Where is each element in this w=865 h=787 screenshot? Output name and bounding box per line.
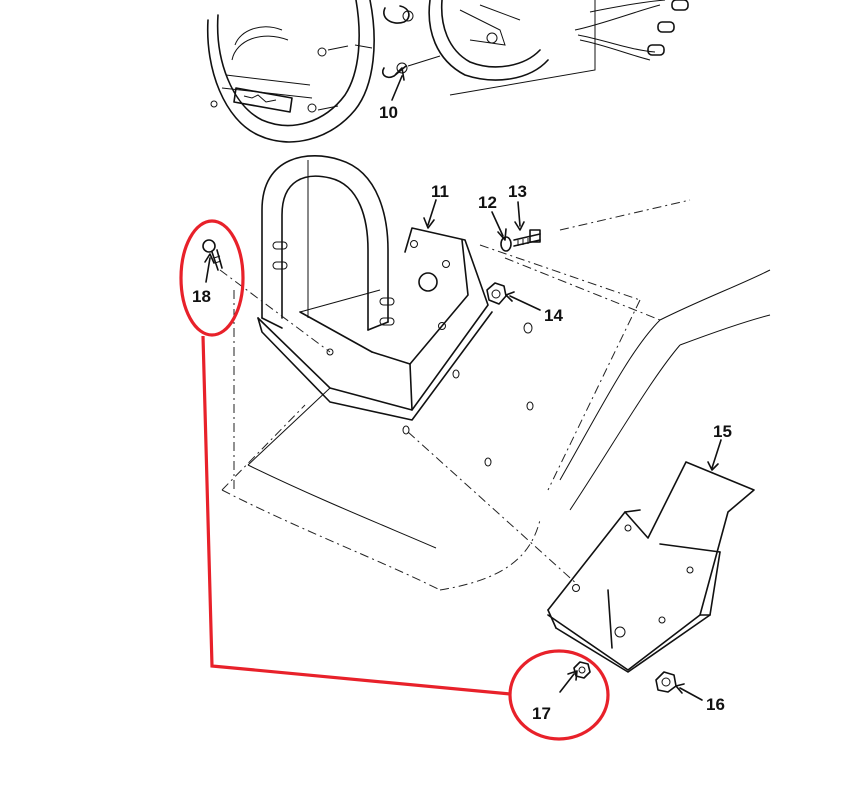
callout-circle-18 [179, 219, 245, 337]
mounting-bracket [257, 155, 493, 421]
highlight-callouts [179, 219, 610, 741]
part-label-15: 15 [713, 422, 732, 441]
fender-outline [219, 199, 771, 591]
part-label-11: 11 [431, 182, 449, 201]
part-label-14: 14 [544, 306, 563, 325]
callout-circle-17 [508, 649, 610, 741]
part-label-16: 16 [706, 695, 725, 714]
callout-connector-line [201, 335, 511, 696]
lamp-assembly [206, 0, 689, 143]
part-label-10: 10 [379, 103, 398, 122]
part-labels: 10 11 12 13 14 15 16 17 18 [192, 103, 732, 723]
bolt-13 [513, 229, 541, 247]
nut-16 [655, 671, 677, 693]
mounting-holes [402, 322, 534, 467]
leader-arrows [204, 67, 722, 701]
nut-14 [486, 282, 507, 305]
washer-12 [500, 236, 512, 252]
bracket-15 [547, 461, 755, 673]
part-label-13: 13 [508, 182, 527, 201]
bolt-18 [202, 239, 223, 271]
part-label-12: 12 [478, 193, 497, 212]
part-label-17: 17 [532, 704, 551, 723]
part-label-18: 18 [192, 287, 211, 306]
